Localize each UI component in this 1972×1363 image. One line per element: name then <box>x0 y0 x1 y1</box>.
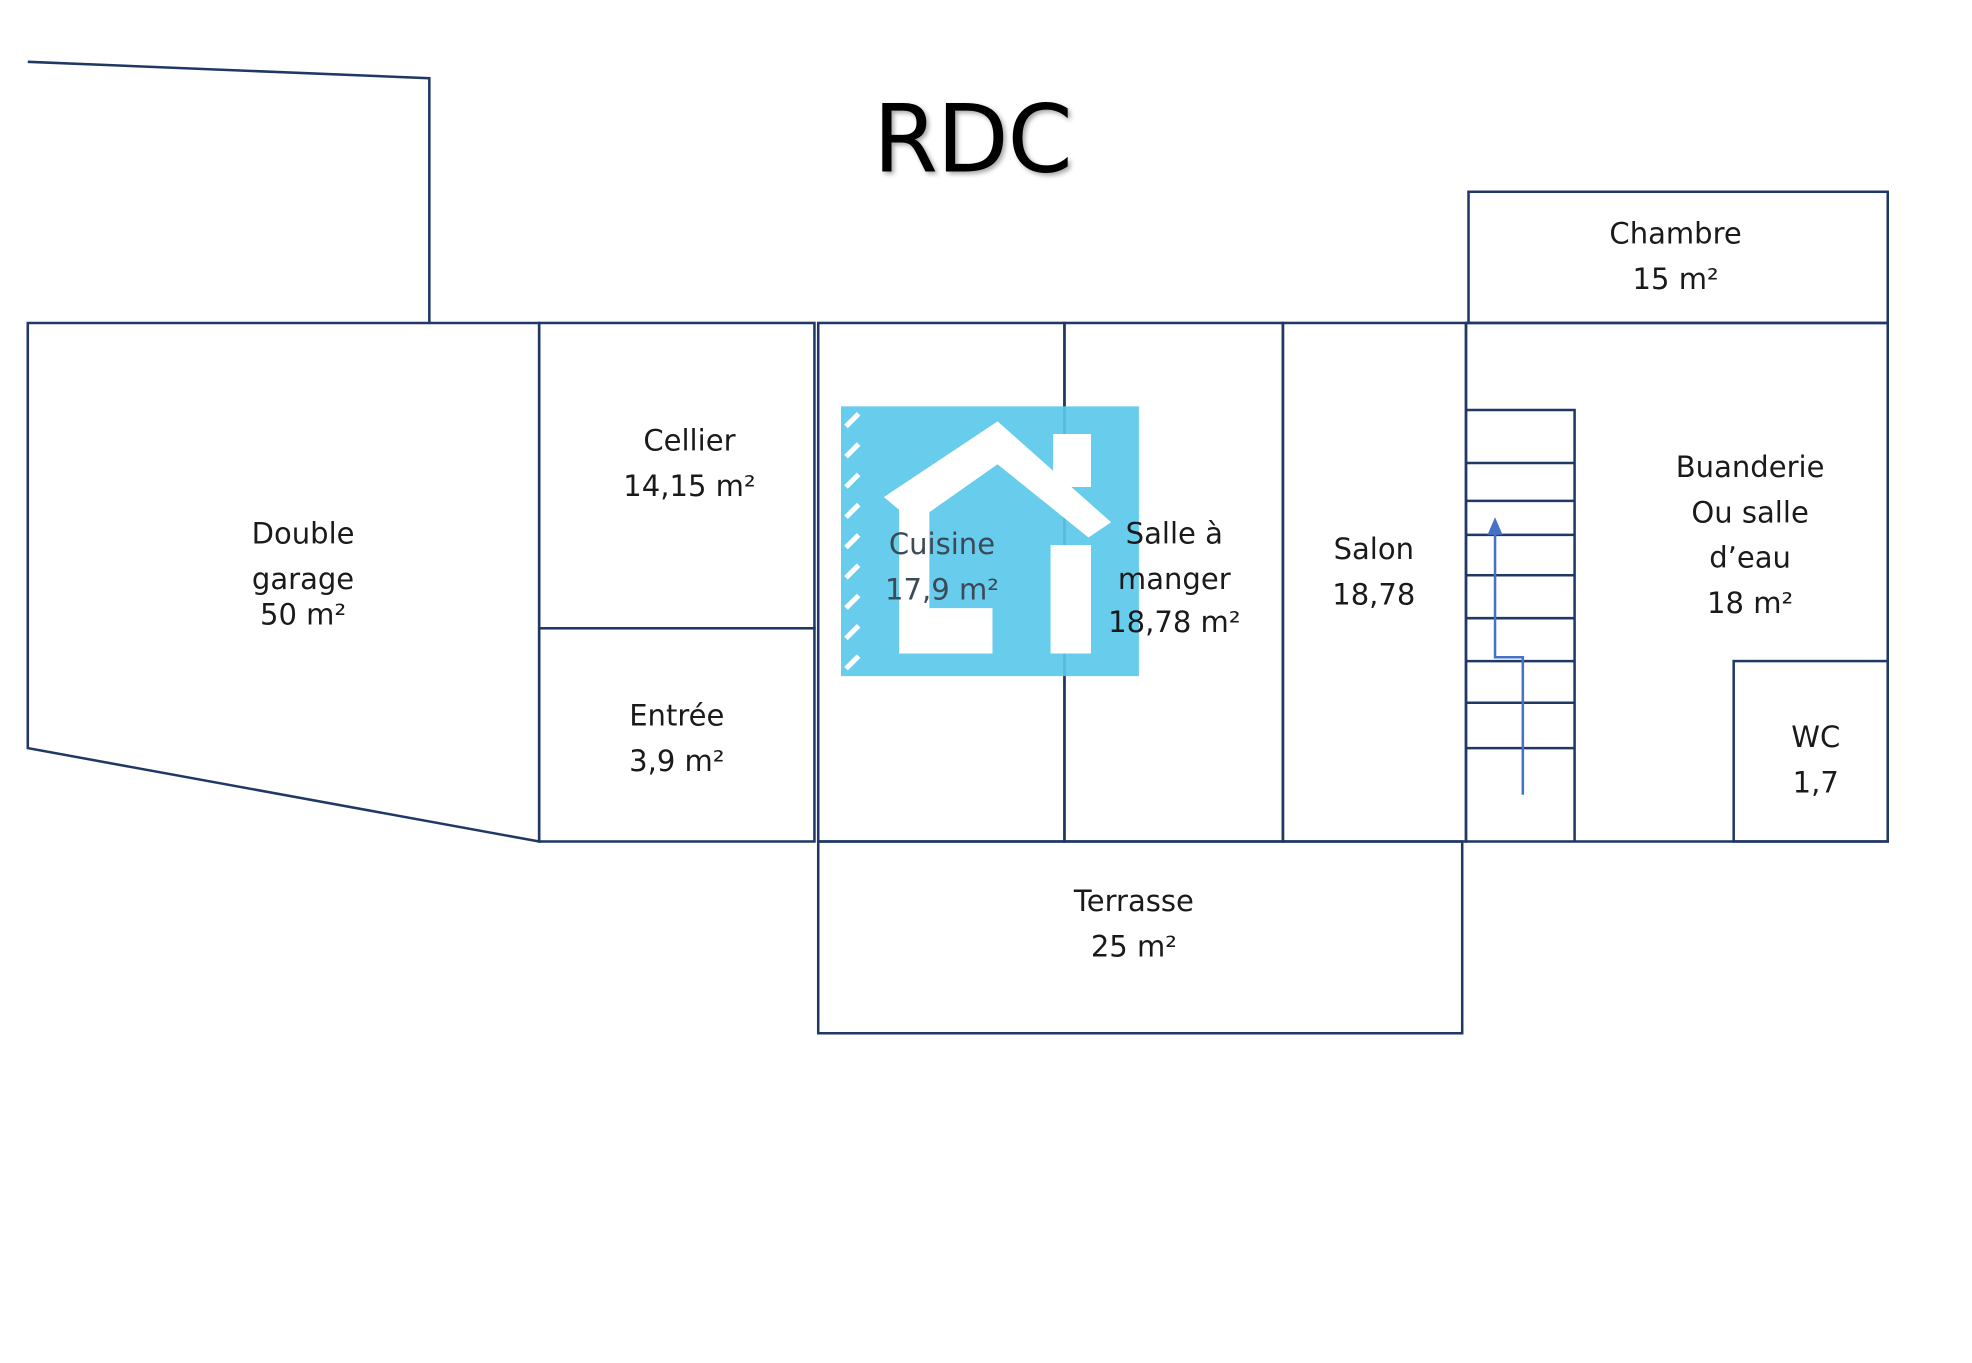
room-name-line: manger <box>1117 563 1231 597</box>
floor-plan-walls <box>26 60 1889 1035</box>
house-logo-icon <box>840 406 1139 677</box>
room-double-garage: Double garage 50 m² <box>202 512 404 638</box>
room-name: WC <box>1791 721 1841 755</box>
exterior-wall-upper-left <box>27 60 431 323</box>
room-area: 18,78 m² <box>1108 606 1241 640</box>
room-name: Cuisine <box>888 528 996 562</box>
room-area: 17,9 m² <box>885 574 999 607</box>
room-name-line: Ou salle <box>1691 497 1809 530</box>
room-name-line: Buanderie <box>1675 451 1825 485</box>
room-cuisine: Cuisine 17,9 m² <box>841 522 1043 613</box>
room-area: 50 m² <box>259 599 347 633</box>
room-salon: Salon 18,78 <box>1285 527 1462 618</box>
room-area: 14,15 m² <box>623 470 756 504</box>
room-name-line: Salle à <box>1125 518 1223 552</box>
wc-outline <box>1732 659 1889 843</box>
room-name-line: Double <box>251 518 355 552</box>
terrasse-outline <box>816 840 1464 1035</box>
arrow-up-icon <box>1487 517 1525 795</box>
stairs-icon <box>1465 408 1576 842</box>
room-cellier: Cellier 14,15 m² <box>588 419 790 510</box>
room-name-line: d’eau <box>1709 542 1791 576</box>
room-name: Salon <box>1333 533 1415 567</box>
room-area: 25 m² <box>1090 931 1177 964</box>
room-name: Entrée <box>629 700 725 733</box>
room-salle-a-manger: Salle à manger 18,78 m² <box>1073 512 1275 646</box>
room-area: 1,7 <box>1792 767 1839 800</box>
room-area: 15 m² <box>1632 263 1719 297</box>
entree-outline <box>537 627 816 843</box>
room-name: Chambre <box>1609 218 1742 252</box>
room-name-line: garage <box>251 563 355 597</box>
room-area: 18,78 <box>1332 579 1416 612</box>
room-chambre: Chambre 15 m² <box>1575 212 1777 303</box>
room-name: Terrasse <box>1073 885 1194 919</box>
room-buanderie: Buanderie Ou salle d’eau 18 m² <box>1649 445 1851 627</box>
room-area: 3,9 m² <box>629 745 725 779</box>
room-entree: Entrée 3,9 m² <box>576 694 778 785</box>
room-terrasse: Terrasse 25 m² <box>1033 879 1235 970</box>
chambre-outline <box>1467 190 1889 325</box>
room-name: Cellier <box>643 425 736 458</box>
page-title: RDC <box>873 85 1073 195</box>
room-wc: WC 1,7 <box>1740 715 1892 806</box>
room-area: 18 m² <box>1707 587 1794 621</box>
